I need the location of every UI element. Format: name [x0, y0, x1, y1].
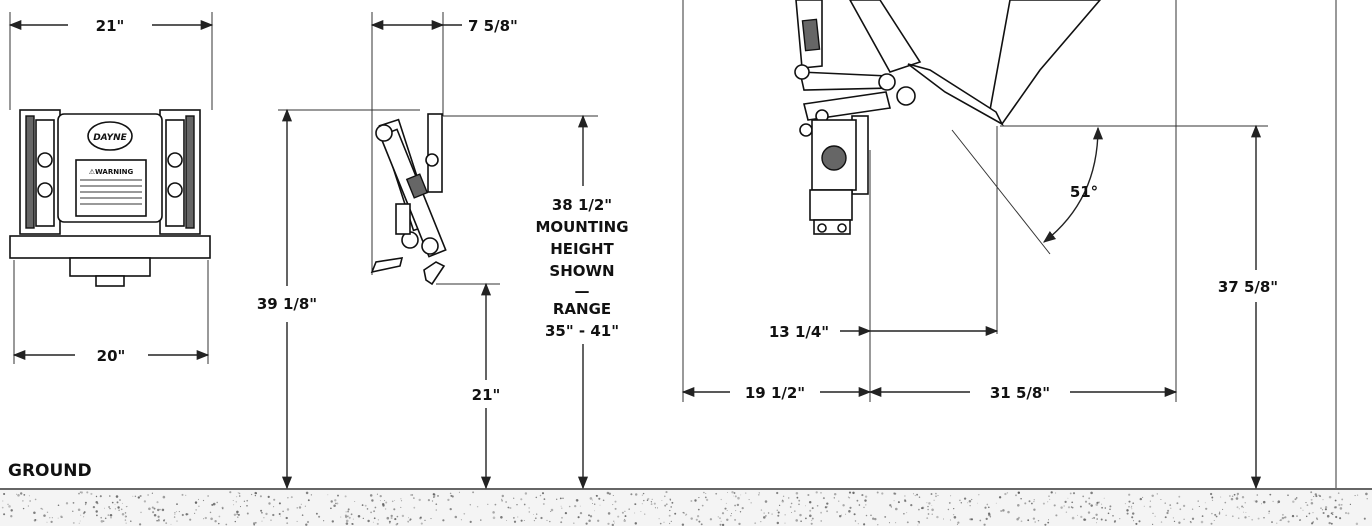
dayne-logo: [87, 121, 133, 151]
deployed-unit-drawing: [794, 0, 1102, 235]
ground-fill: [0, 490, 1372, 526]
front-unit-drawing: [9, 109, 211, 287]
mounting-height-line3: SHOWN: [549, 262, 614, 280]
overall-height-label: 39 1/8": [257, 295, 317, 313]
range-title: RANGE: [553, 300, 611, 318]
side-depth-label: 7 5/8": [468, 17, 518, 35]
bottom-clearance-label: 21": [472, 386, 501, 404]
mounting-height-line2: HEIGHT: [550, 240, 614, 258]
ground-speckle-texture: [1, 491, 1368, 526]
side-view: 7 5/8" 39 1/8" 21" 38 1/2" MOUNTING HEIG…: [257, 12, 629, 490]
side-unit-drawing: [370, 113, 447, 286]
angle-label: 51°: [1070, 183, 1098, 201]
reach-left-label: 19 1/2": [745, 384, 805, 402]
range-value: 35" - 41": [545, 322, 619, 340]
deployed-view: 51° 13 1/4" 19 1/2" 31 5/8" 37 5/8": [681, 0, 1337, 490]
angle-arc: [1043, 126, 1104, 243]
bottom-width-label: 20": [97, 347, 126, 365]
mounting-height-dash: —: [575, 282, 590, 300]
pivot-height-label: 37 5/8": [1218, 278, 1278, 296]
offset-label: 13 1/4": [769, 323, 829, 341]
mounting-height-line1: MOUNTING: [535, 218, 628, 236]
angle-reference-line: [951, 129, 1051, 255]
reach-right-label: 31 5/8": [990, 384, 1050, 402]
ground-label: GROUND: [8, 461, 92, 481]
warning-decal-text: ⚠WARNING: [89, 168, 134, 176]
dayne-logo-text: DAYNE: [93, 133, 127, 143]
top-width-label: 21": [96, 17, 125, 35]
front-view: DAYNE ⚠WARNING 21" 20": [8, 12, 214, 365]
mounting-height-value: 38 1/2": [552, 196, 612, 214]
